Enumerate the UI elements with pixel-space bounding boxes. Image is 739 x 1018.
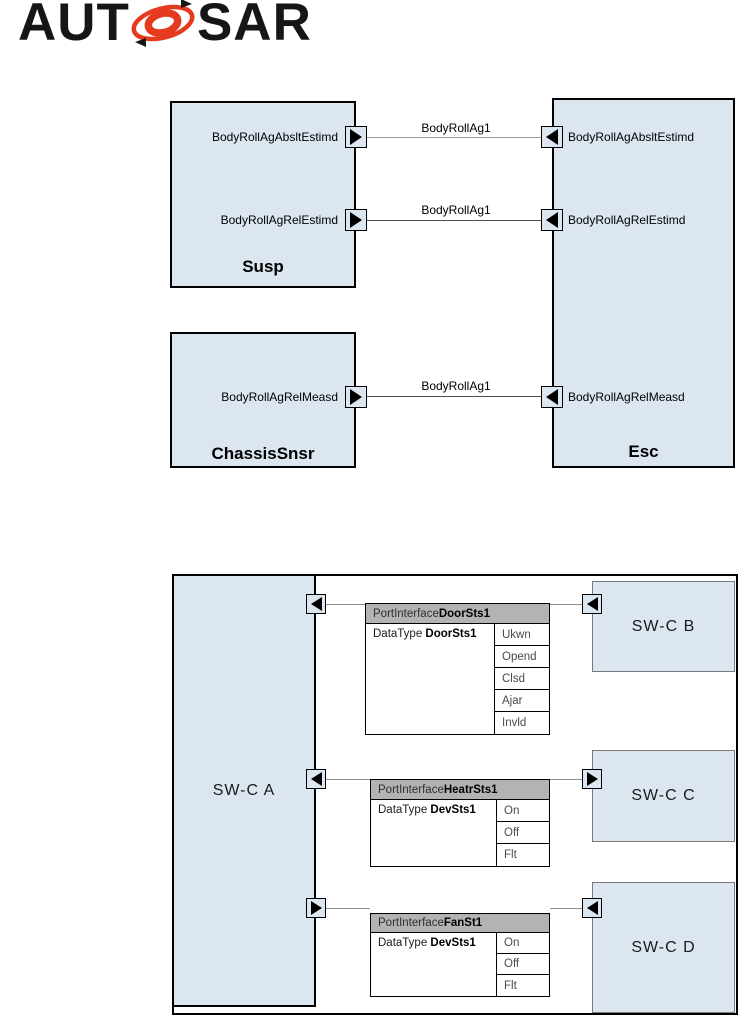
- component-susp-label: Susp: [242, 257, 284, 276]
- logo-text-sar: SAR: [196, 0, 312, 52]
- provide-port-triangle-icon: [586, 597, 598, 611]
- provide-port-triangle-icon: [350, 212, 362, 228]
- require-port-triangle-icon: [586, 772, 598, 786]
- datatype-name: DoorSts1: [425, 628, 477, 640]
- port-esc-bodyrollagrelestimd: [541, 209, 563, 231]
- portinterface-header: PortInterface FanSt1: [370, 913, 550, 933]
- portinterface-prefix: PortInterface: [378, 783, 444, 796]
- port-label: BodyRollAgAbsltEstimd: [211, 130, 338, 144]
- port-esc-bodyrollagabsltestimd: [541, 126, 563, 148]
- component-swc-a: [172, 574, 316, 1007]
- connector-label: BodyRollAg1: [421, 379, 491, 393]
- enum-value: Invld: [502, 717, 527, 729]
- datatype-cell: DataType DoorSts1: [366, 624, 495, 734]
- datatype-prefix: DataType: [378, 804, 431, 816]
- port-label: BodyRollAgAbsltEstimd: [568, 130, 695, 144]
- portinterface-name: DoorSts1: [438, 607, 490, 620]
- autosar-logo: AUT SAR: [18, 0, 312, 49]
- swirl-arrowhead-bottom-icon: [134, 38, 146, 47]
- port-swc-b-door: [582, 594, 602, 614]
- connector-line: [326, 604, 365, 605]
- portinterface-prefix: PortInterface: [378, 917, 444, 929]
- port-swc-a-fan: [306, 898, 326, 918]
- enum-value: Flt: [504, 979, 517, 992]
- require-port-triangle-icon: [546, 389, 558, 405]
- datatype-name: DevSts1: [430, 937, 476, 949]
- enum-value: Ajar: [495, 690, 549, 712]
- portinterface-name: HeatrSts1: [443, 783, 498, 796]
- port-swc-a-door: [306, 594, 326, 614]
- datatype-cell: DataType DevSts1: [371, 933, 497, 996]
- component-swc-d: SW-C D: [592, 882, 735, 1013]
- component-swc-b: SW-C B: [592, 581, 735, 672]
- swirl-arrowhead-top-icon: [180, 0, 192, 8]
- portinterface-prefix: PortInterface: [373, 607, 439, 620]
- provide-port-triangle-icon: [310, 901, 322, 915]
- portinterface-table-fanst1: PortInterface FanSt1 DataType DevSts1 On…: [370, 913, 550, 997]
- datatype-cell: DataType DevSts1: [371, 800, 497, 866]
- datatype-prefix: DataType: [378, 937, 431, 949]
- port-label: BodyRollAgRelEstimd: [568, 213, 686, 227]
- port-susp-bodyrollagrelestimd: [345, 209, 367, 231]
- enum-value: Flt: [504, 849, 517, 861]
- portinterface-table-heatrsts1: PortInterface HeatrSts1 DataType DevSts1…: [370, 779, 550, 867]
- enum-value: On: [497, 933, 549, 954]
- connector-line: [550, 908, 582, 909]
- datatype-name: DevSts1: [430, 804, 476, 816]
- port-swc-a-heatr: [306, 769, 326, 789]
- connector-line: [366, 396, 542, 397]
- port-label: BodyRollAgRelEstimd: [220, 213, 338, 227]
- component-esc-label: Esc: [628, 442, 659, 461]
- port-swc-c-heatr: [582, 769, 602, 789]
- connector-line: [366, 137, 542, 138]
- logo-text-aut: AUT: [18, 0, 130, 52]
- enum-value: On: [497, 800, 549, 822]
- portinterface-table-doorsts1: PortInterface DoorSts1 DataType DoorSts1…: [365, 603, 550, 735]
- portinterface-name: FanSt1: [443, 917, 483, 929]
- component-swc-d-label: SW-C D: [631, 938, 696, 956]
- require-port-triangle-icon: [546, 129, 558, 145]
- autosar-o-swirl-icon: [131, 0, 195, 47]
- component-swc-a-label: SW-C A: [212, 782, 276, 799]
- require-port-triangle-icon: [546, 212, 558, 228]
- enum-value: Ukwn: [495, 624, 549, 646]
- connector-line: [550, 779, 582, 780]
- connector-line: [550, 604, 582, 605]
- require-port-triangle-icon: [310, 772, 322, 786]
- component-susp: [170, 101, 356, 288]
- enum-value: Off: [497, 954, 549, 975]
- enum-value: Opend: [495, 646, 549, 668]
- connector-label: BodyRollAg1: [421, 121, 491, 135]
- port-chassissnsr-bodyrollagrelmeasd: [345, 386, 367, 408]
- enum-value: Clsd: [495, 668, 549, 690]
- connector-line: [326, 908, 370, 909]
- port-label: BodyRollAgRelMeasd: [568, 390, 685, 404]
- enum-value: Off: [497, 822, 549, 844]
- provide-port-triangle-icon: [350, 389, 362, 405]
- provide-port-triangle-icon: [350, 129, 362, 145]
- port-esc-bodyrollagrelmeasd: [541, 386, 563, 408]
- component-swc-b-label: SW-C B: [631, 617, 696, 635]
- port-susp-bodyrollagabsltestimd: [345, 126, 367, 148]
- datatype-prefix: DataType: [373, 628, 426, 640]
- component-chassissnsr-label: ChassisSnsr: [211, 444, 315, 463]
- component-swc-c-label: SW-C C: [631, 787, 696, 804]
- component-swc-c: SW-C C: [592, 750, 735, 842]
- portinterface-header: PortInterface HeatrSts1: [370, 779, 550, 800]
- port-label: BodyRollAgRelMeasd: [221, 390, 338, 404]
- require-port-triangle-icon: [586, 901, 598, 915]
- connector-line: [326, 779, 370, 780]
- connector-line: [366, 220, 542, 221]
- portinterface-header: PortInterface DoorSts1: [365, 603, 550, 624]
- port-swc-d-fan: [582, 898, 602, 918]
- component-esc: [552, 98, 735, 468]
- connector-label: BodyRollAg1: [421, 203, 491, 217]
- require-port-triangle-icon: [310, 597, 322, 611]
